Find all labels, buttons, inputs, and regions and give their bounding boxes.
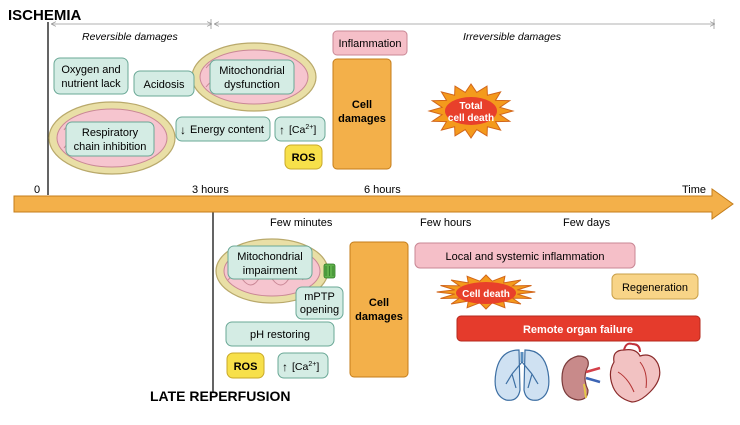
ros-box: ROS bbox=[284, 144, 323, 170]
regeneration-box: Regeneration bbox=[611, 273, 699, 300]
cell-damages-box: Cell damages bbox=[349, 241, 409, 378]
svg-text:cell death: cell death bbox=[448, 113, 494, 124]
energy-content-box: ↓ Energy content bbox=[175, 116, 271, 142]
oxygen-nutrient-lack-box: Oxygen and nutrient lack bbox=[53, 57, 129, 95]
svg-text:Local and systemic inflammatio: Local and systemic inflammation bbox=[446, 251, 605, 263]
timeline-6-hours: 6 hours bbox=[364, 184, 401, 196]
svg-text:Mitochondrial: Mitochondrial bbox=[219, 65, 284, 77]
svg-text:Remote organ failure: Remote organ failure bbox=[523, 324, 633, 336]
cell-damages-box: Cell damages bbox=[332, 58, 392, 170]
svg-text:ROS: ROS bbox=[234, 361, 258, 373]
timeline-arrow bbox=[13, 188, 734, 220]
svg-text:Cell death: Cell death bbox=[462, 289, 510, 300]
timeline-few-days: Few days bbox=[563, 217, 611, 229]
cell-death-burst: Cell death bbox=[436, 274, 536, 310]
ph-restoring-box: pH restoring bbox=[225, 321, 335, 347]
up-arrow-icon: ↑ bbox=[282, 360, 288, 374]
svg-text:impairment: impairment bbox=[243, 265, 297, 277]
timeline-3-hours: 3 hours bbox=[192, 184, 229, 196]
timeline-time: Time bbox=[682, 184, 706, 196]
kidney-icon bbox=[561, 355, 601, 401]
svg-text:[Ca2+]: [Ca2+] bbox=[292, 361, 319, 373]
local-systemic-inflammation-box: Local and systemic inflammation bbox=[414, 242, 636, 269]
heart-icon bbox=[609, 342, 661, 403]
calcium-increase-box: ↑ [Ca2+] bbox=[277, 352, 329, 379]
respiratory-chain-inhibition-box: Respiratory chain inhibition bbox=[65, 121, 155, 157]
svg-text:dysfunction: dysfunction bbox=[224, 79, 280, 91]
down-arrow-icon: ↓ bbox=[180, 123, 186, 137]
svg-text:Inflammation: Inflammation bbox=[339, 38, 402, 50]
svg-text:ROS: ROS bbox=[292, 152, 316, 164]
ros-box: ROS bbox=[226, 352, 265, 379]
svg-text:Energy content: Energy content bbox=[190, 124, 264, 136]
timeline-zero: 0 bbox=[34, 184, 40, 196]
svg-text:Mitochondrial: Mitochondrial bbox=[237, 251, 302, 263]
svg-text:Acidosis: Acidosis bbox=[144, 79, 185, 91]
timeline-few-minutes: Few minutes bbox=[270, 217, 333, 229]
inflammation-box: Inflammation bbox=[332, 30, 408, 56]
svg-text:[Ca2+]: [Ca2+] bbox=[289, 124, 316, 136]
mitochondrial-impairment-box: Mitochondrial impairment bbox=[227, 245, 313, 280]
svg-text:Cell: Cell bbox=[369, 297, 389, 309]
svg-text:chain inhibition: chain inhibition bbox=[74, 141, 147, 153]
svg-text:nutrient lack: nutrient lack bbox=[61, 78, 121, 90]
late-reperfusion-header: LATE REPERFUSION bbox=[150, 388, 291, 404]
svg-text:damages: damages bbox=[338, 113, 386, 125]
svg-text:Cell: Cell bbox=[352, 99, 372, 111]
svg-text:Respiratory: Respiratory bbox=[82, 127, 139, 139]
svg-text:pH restoring: pH restoring bbox=[250, 329, 310, 341]
remote-organ-failure-box: Remote organ failure bbox=[456, 315, 701, 342]
calcium-increase-box: ↑ [Ca2+] bbox=[274, 116, 326, 142]
reversible-label: Reversible damages bbox=[82, 31, 178, 43]
svg-text:Oxygen and: Oxygen and bbox=[61, 64, 120, 76]
ischemia-header: ISCHEMIA bbox=[8, 7, 82, 24]
mitochondrial-dysfunction-box: Mitochondrial dysfunction bbox=[209, 59, 295, 95]
irreversible-label: Irreversible damages bbox=[463, 31, 562, 43]
svg-text:mPTP: mPTP bbox=[304, 291, 335, 303]
lungs-icon bbox=[494, 349, 550, 401]
svg-text:Regeneration: Regeneration bbox=[622, 282, 688, 294]
svg-text:damages: damages bbox=[355, 311, 403, 323]
svg-text:opening: opening bbox=[300, 304, 339, 316]
svg-text:Total: Total bbox=[459, 101, 482, 112]
mptp-opening-box: mPTP opening bbox=[295, 286, 344, 320]
total-cell-death-burst: Total cell death bbox=[427, 83, 515, 139]
up-arrow-icon: ↑ bbox=[279, 123, 285, 137]
timeline-few-hours: Few hours bbox=[420, 217, 472, 229]
acidosis-box: Acidosis bbox=[133, 70, 195, 97]
